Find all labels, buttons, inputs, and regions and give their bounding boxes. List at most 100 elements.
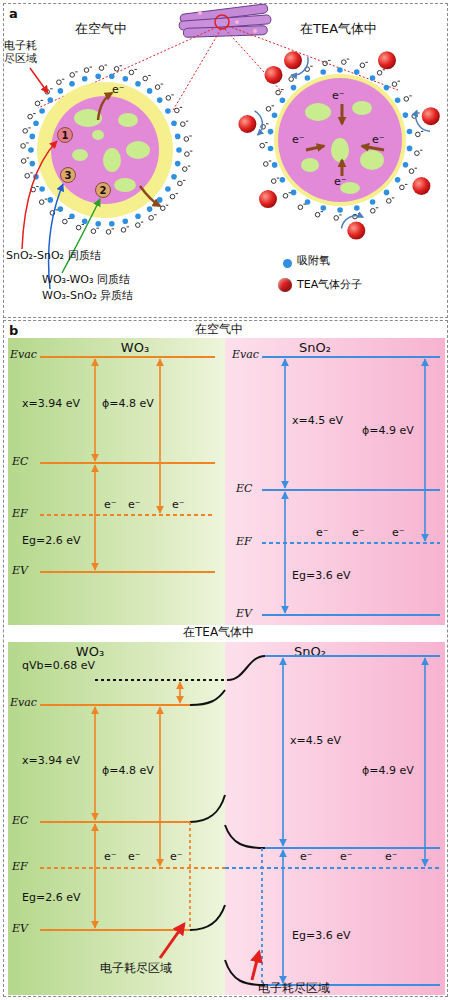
panel-letter: b bbox=[9, 323, 18, 338]
wo3-grain bbox=[92, 130, 104, 140]
ion-charge bbox=[112, 228, 115, 229]
ion-charge bbox=[347, 59, 350, 60]
oxygen-ion bbox=[323, 61, 328, 66]
oxygen-ion bbox=[415, 151, 420, 156]
oxygen-ion bbox=[183, 167, 188, 172]
motion-arrow bbox=[291, 57, 308, 75]
ion-charge bbox=[265, 142, 268, 143]
affinity-arrow bbox=[94, 707, 96, 820]
callout-number: 2 bbox=[100, 185, 107, 196]
oxygen-dot bbox=[135, 81, 141, 87]
oxygen-ion bbox=[184, 137, 189, 142]
oxygen-ion bbox=[298, 205, 303, 210]
annotation-text: 在TEA气体中 bbox=[183, 626, 254, 640]
ion-charge bbox=[55, 209, 58, 210]
motion-arrow bbox=[416, 111, 430, 131]
annotation-text: EV bbox=[12, 923, 28, 936]
oxygen-ion bbox=[84, 68, 89, 73]
depletion-pointer bbox=[160, 924, 184, 958]
annotation-text: e⁻ bbox=[334, 176, 347, 189]
annotation-text: e⁻ bbox=[104, 499, 117, 512]
annotation-text: 电子耗尽区域 bbox=[258, 982, 330, 996]
annotation-text: Evac bbox=[10, 349, 37, 362]
oxygen-dot bbox=[280, 98, 286, 104]
affinity-arrow bbox=[94, 359, 96, 461]
bandgap-arrow bbox=[284, 492, 286, 613]
tea-molecule bbox=[422, 107, 440, 125]
ion-charge bbox=[310, 66, 313, 67]
oxygen-ion bbox=[114, 67, 119, 72]
oxygen-ion bbox=[149, 216, 154, 221]
oxygen-ion bbox=[21, 144, 26, 149]
ion-charge bbox=[161, 84, 164, 85]
ion-charge bbox=[376, 207, 379, 208]
oxygen-ion bbox=[260, 143, 265, 148]
annotation-text: e⁻ bbox=[352, 527, 365, 540]
annotation-text: 电子耗尽区域 bbox=[100, 962, 172, 976]
annotation-text: 在空气中 bbox=[195, 323, 243, 337]
oxygen-dot bbox=[395, 97, 401, 103]
fermi-level bbox=[40, 514, 215, 516]
ion-charge bbox=[383, 69, 386, 70]
ion-charge bbox=[269, 161, 272, 162]
oxygen-dot bbox=[123, 76, 129, 82]
zoom-line bbox=[172, 29, 221, 112]
ion-charge bbox=[141, 222, 144, 223]
oxygen-dot bbox=[354, 205, 360, 211]
annotation-text: ϕ=4.8 eV bbox=[102, 398, 154, 411]
conduction-band bbox=[265, 847, 440, 849]
oxygen-ion bbox=[99, 66, 104, 71]
work-function-arrow bbox=[159, 707, 161, 866]
fermi-level bbox=[262, 542, 440, 544]
annotation-text: Eg=2.6 eV bbox=[22, 892, 80, 905]
band-bending bbox=[225, 825, 265, 848]
oxygen-dot bbox=[147, 88, 153, 94]
ion-charge bbox=[171, 94, 174, 95]
oxygen-dot bbox=[33, 121, 39, 127]
ion-charge bbox=[417, 113, 420, 114]
annotation-text: EF bbox=[12, 508, 28, 521]
annotation-text: Evac bbox=[232, 349, 259, 362]
work-function-arrow bbox=[424, 658, 426, 866]
oxygen-dot bbox=[109, 74, 115, 80]
ion-charge bbox=[289, 192, 292, 193]
ion-charge bbox=[134, 69, 137, 70]
adsorbed-species bbox=[21, 51, 440, 239]
annotation-text: SnO₂-SnO₂ 同质结 bbox=[6, 250, 101, 263]
oxygen-ion bbox=[25, 174, 30, 179]
electron-arrow bbox=[341, 160, 344, 176]
annotation-text: ϕ=4.8 eV bbox=[102, 765, 154, 778]
annotation-text: qVb=0.68 eV bbox=[22, 660, 95, 673]
leader-arrow bbox=[30, 68, 48, 93]
annotation-text: x=4.5 eV bbox=[290, 735, 341, 748]
annotation-text: e⁻ bbox=[392, 527, 405, 540]
wo3-grains bbox=[301, 101, 384, 194]
oxygen-dot bbox=[30, 161, 36, 167]
depletion-boundary bbox=[261, 848, 263, 985]
oxygen-dot bbox=[403, 112, 409, 118]
ion-charge bbox=[183, 180, 186, 181]
tea-molecule bbox=[259, 190, 277, 208]
material-name: SnO₂ bbox=[299, 340, 331, 355]
conduction-band bbox=[40, 462, 215, 464]
oxygen-ion bbox=[121, 228, 126, 233]
ion-charge bbox=[105, 65, 108, 66]
wo3-grains bbox=[72, 109, 150, 192]
junction-marker: 3 bbox=[60, 167, 76, 183]
oxygen-dot bbox=[171, 174, 177, 180]
oxygen-dot bbox=[147, 206, 153, 212]
annotation-text: EV bbox=[12, 565, 28, 578]
ion-charge bbox=[398, 81, 401, 82]
band-bending bbox=[190, 690, 225, 705]
material-name: WO₃ bbox=[76, 644, 104, 659]
annotation-text: e⁻ bbox=[172, 499, 185, 512]
annotation-text: Eg=3.6 eV bbox=[292, 570, 350, 583]
ion-charge bbox=[120, 65, 123, 66]
oxygen-dot bbox=[175, 134, 181, 140]
oxygen-ion bbox=[377, 71, 382, 76]
oxygen-ion bbox=[181, 122, 186, 127]
electron-arrow bbox=[306, 146, 324, 150]
tea-molecule bbox=[265, 66, 283, 84]
legend-swatch bbox=[278, 278, 292, 292]
